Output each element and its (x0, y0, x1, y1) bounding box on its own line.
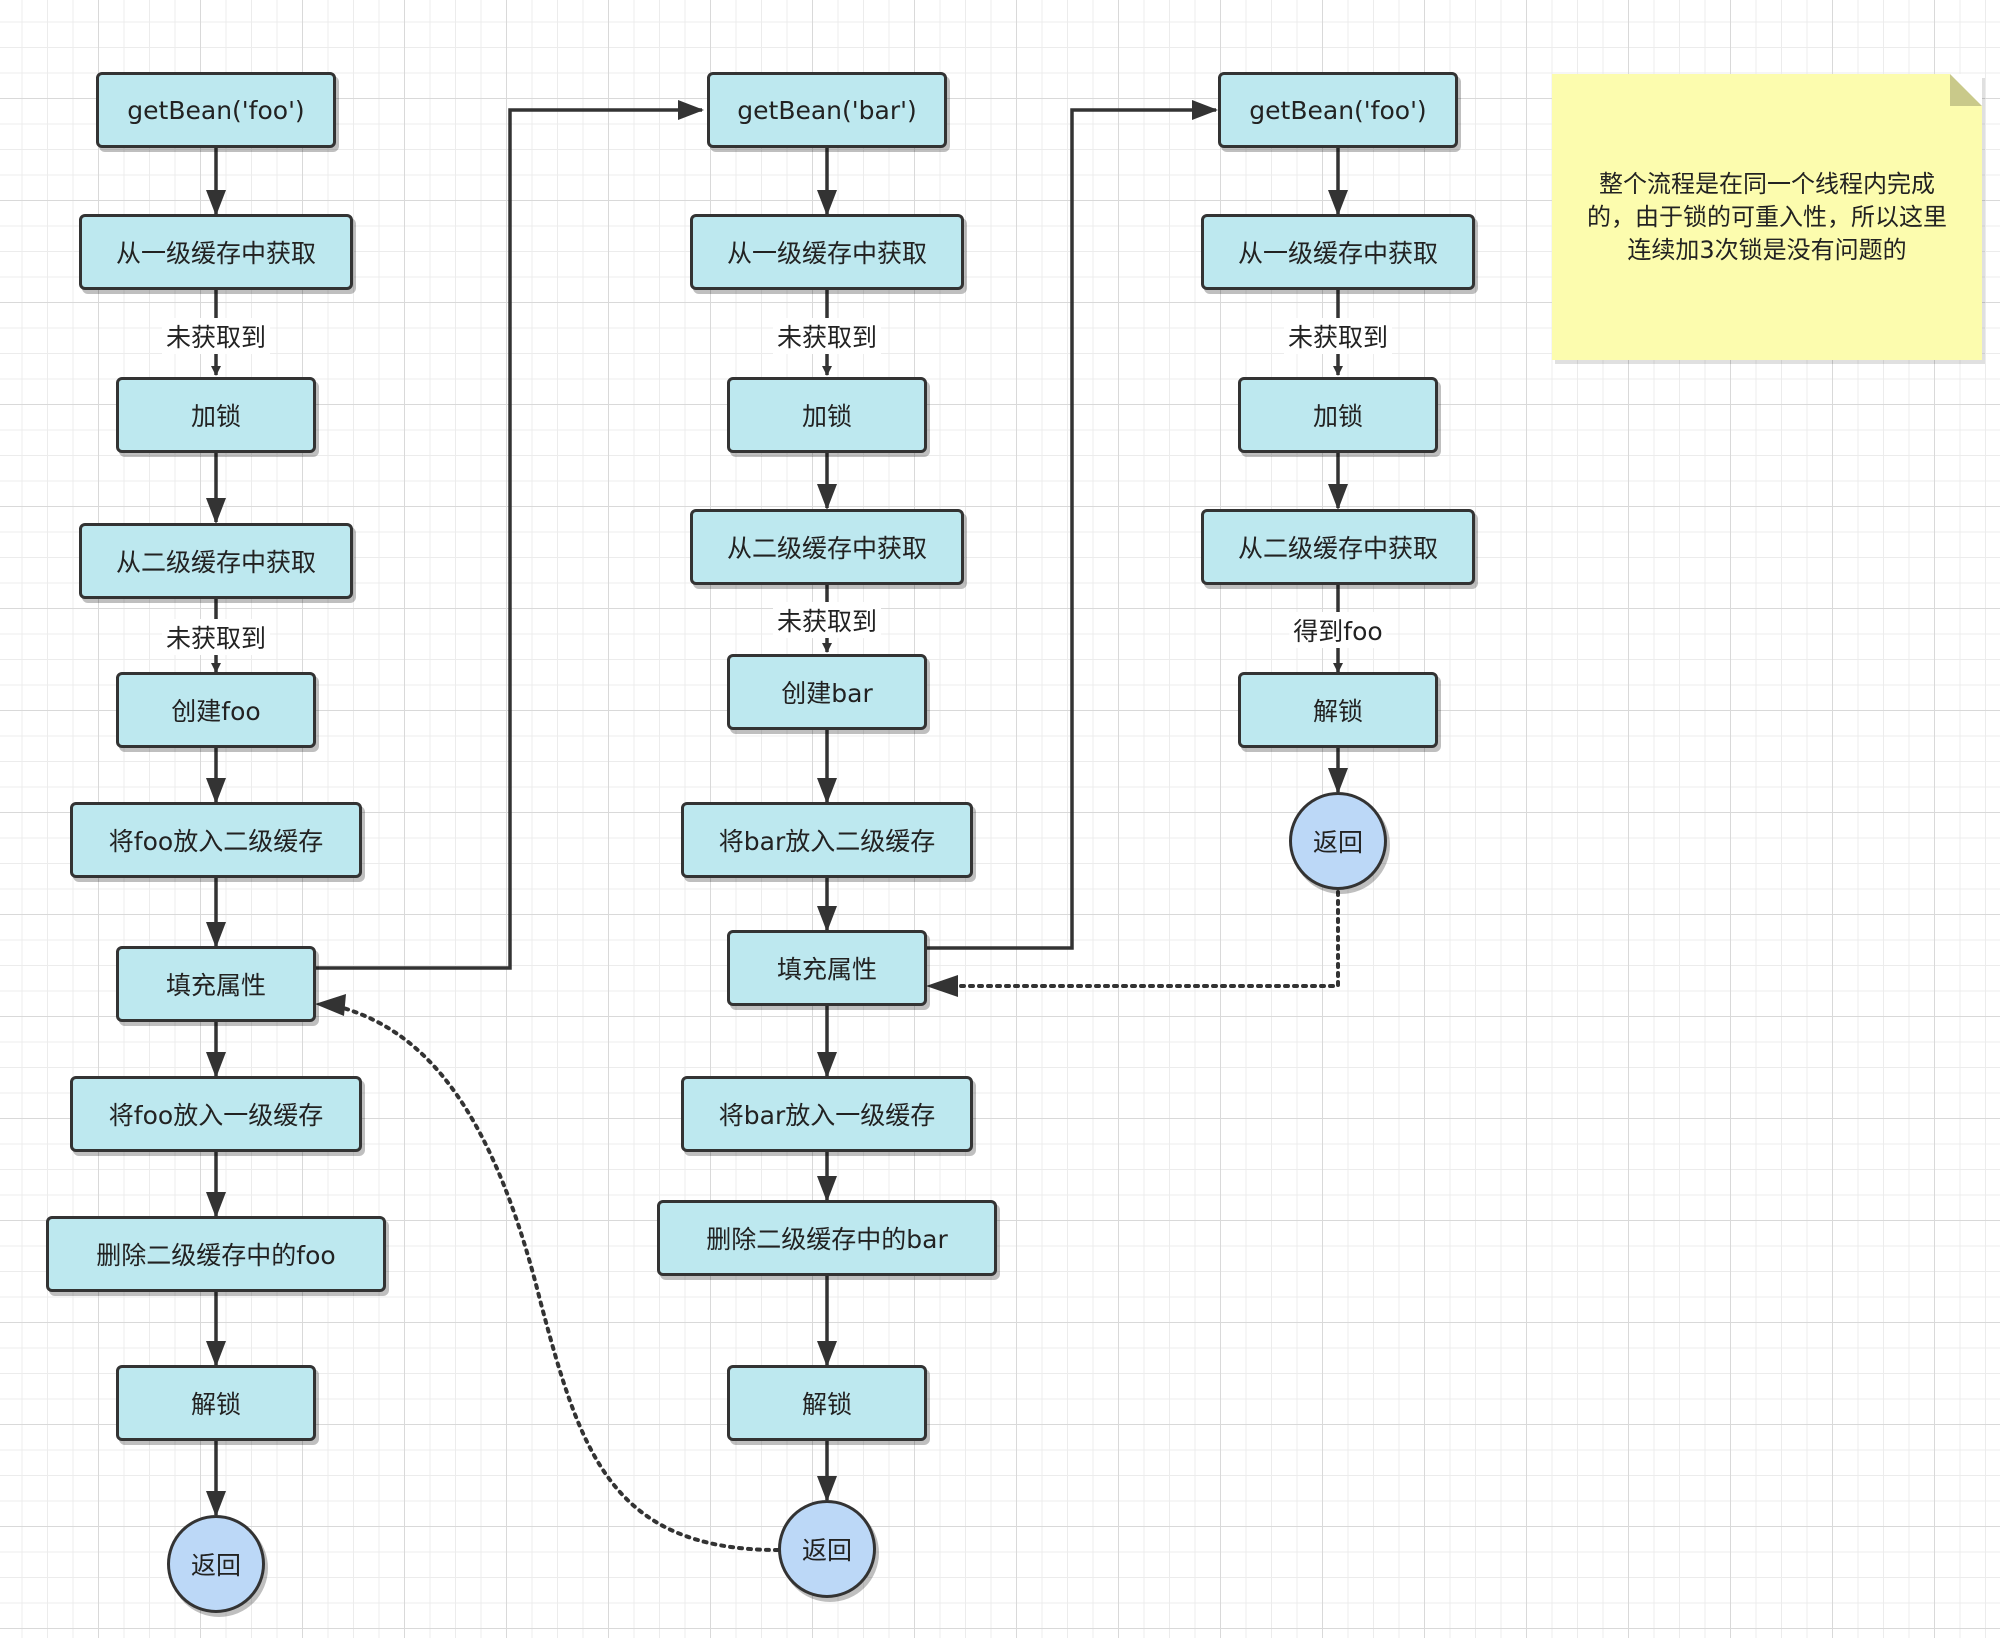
edge-label-not-found: 未获取到 (772, 602, 882, 638)
node-populate-properties[interactable]: 填充属性 (727, 930, 927, 1006)
node-remove-bar-from-l2[interactable]: 删除二级缓存中的bar (657, 1200, 997, 1276)
node-get-from-l1-cache[interactable]: 从一级缓存中获取 (690, 214, 964, 290)
node-lock[interactable]: 加锁 (727, 377, 927, 453)
node-return[interactable]: 返回 (778, 1500, 876, 1598)
note-text: 整个流程是在同一个线程内完成的，由于锁的可重入性，所以这里连续加3次锁是没有问题… (1587, 169, 1947, 264)
node-create-foo[interactable]: 创建foo (116, 672, 316, 748)
node-unlock[interactable]: 解锁 (116, 1365, 316, 1441)
node-unlock[interactable]: 解锁 (727, 1365, 927, 1441)
node-put-bar-into-l1[interactable]: 将bar放入一级缓存 (681, 1076, 973, 1152)
node-put-bar-into-l2[interactable]: 将bar放入二级缓存 (681, 802, 973, 878)
node-return[interactable]: 返回 (1289, 792, 1387, 890)
node-get-from-l2-cache[interactable]: 从二级缓存中获取 (1201, 509, 1475, 585)
node-populate-properties[interactable]: 填充属性 (116, 946, 316, 1022)
edge-label-not-found: 未获取到 (1283, 318, 1393, 354)
node-get-from-l2-cache[interactable]: 从二级缓存中获取 (690, 509, 964, 585)
edge-label-not-found: 未获取到 (161, 619, 271, 655)
arrowhead-fill-foo (315, 994, 346, 1016)
node-get-from-l1-cache[interactable]: 从一级缓存中获取 (79, 214, 353, 290)
node-getbean-foo[interactable]: getBean('foo') (96, 72, 336, 148)
edge-return-bar-to-fill-foo (338, 1005, 780, 1552)
node-getbean-foo-again[interactable]: getBean('foo') (1218, 72, 1458, 148)
edge-return-foo-to-fill-bar (956, 890, 1340, 988)
node-remove-foo-from-l2[interactable]: 删除二级缓存中的foo (46, 1216, 386, 1292)
node-lock[interactable]: 加锁 (1238, 377, 1438, 453)
edge-fill-to-getbean-foo2 (923, 100, 1218, 950)
node-get-from-l1-cache[interactable]: 从一级缓存中获取 (1201, 214, 1475, 290)
node-put-foo-into-l2[interactable]: 将foo放入二级缓存 (70, 802, 362, 878)
node-create-bar[interactable]: 创建bar (727, 654, 927, 730)
edge-fill-to-getbean-bar (313, 100, 704, 970)
note-fold-corner (1950, 74, 1982, 106)
node-put-foo-into-l1[interactable]: 将foo放入一级缓存 (70, 1076, 362, 1152)
edge-label-not-found: 未获取到 (772, 318, 882, 354)
arrowhead-fill-bar (926, 975, 958, 997)
sticky-note[interactable]: 整个流程是在同一个线程内完成的，由于锁的可重入性，所以这里连续加3次锁是没有问题… (1552, 74, 1982, 360)
node-unlock[interactable]: 解锁 (1238, 672, 1438, 748)
node-return[interactable]: 返回 (167, 1515, 265, 1613)
node-get-from-l2-cache[interactable]: 从二级缓存中获取 (79, 523, 353, 599)
edge-label-got-foo: 得到foo (1289, 612, 1387, 648)
node-lock[interactable]: 加锁 (116, 377, 316, 453)
node-getbean-bar[interactable]: getBean('bar') (707, 72, 947, 148)
edge-label-not-found: 未获取到 (161, 318, 271, 354)
